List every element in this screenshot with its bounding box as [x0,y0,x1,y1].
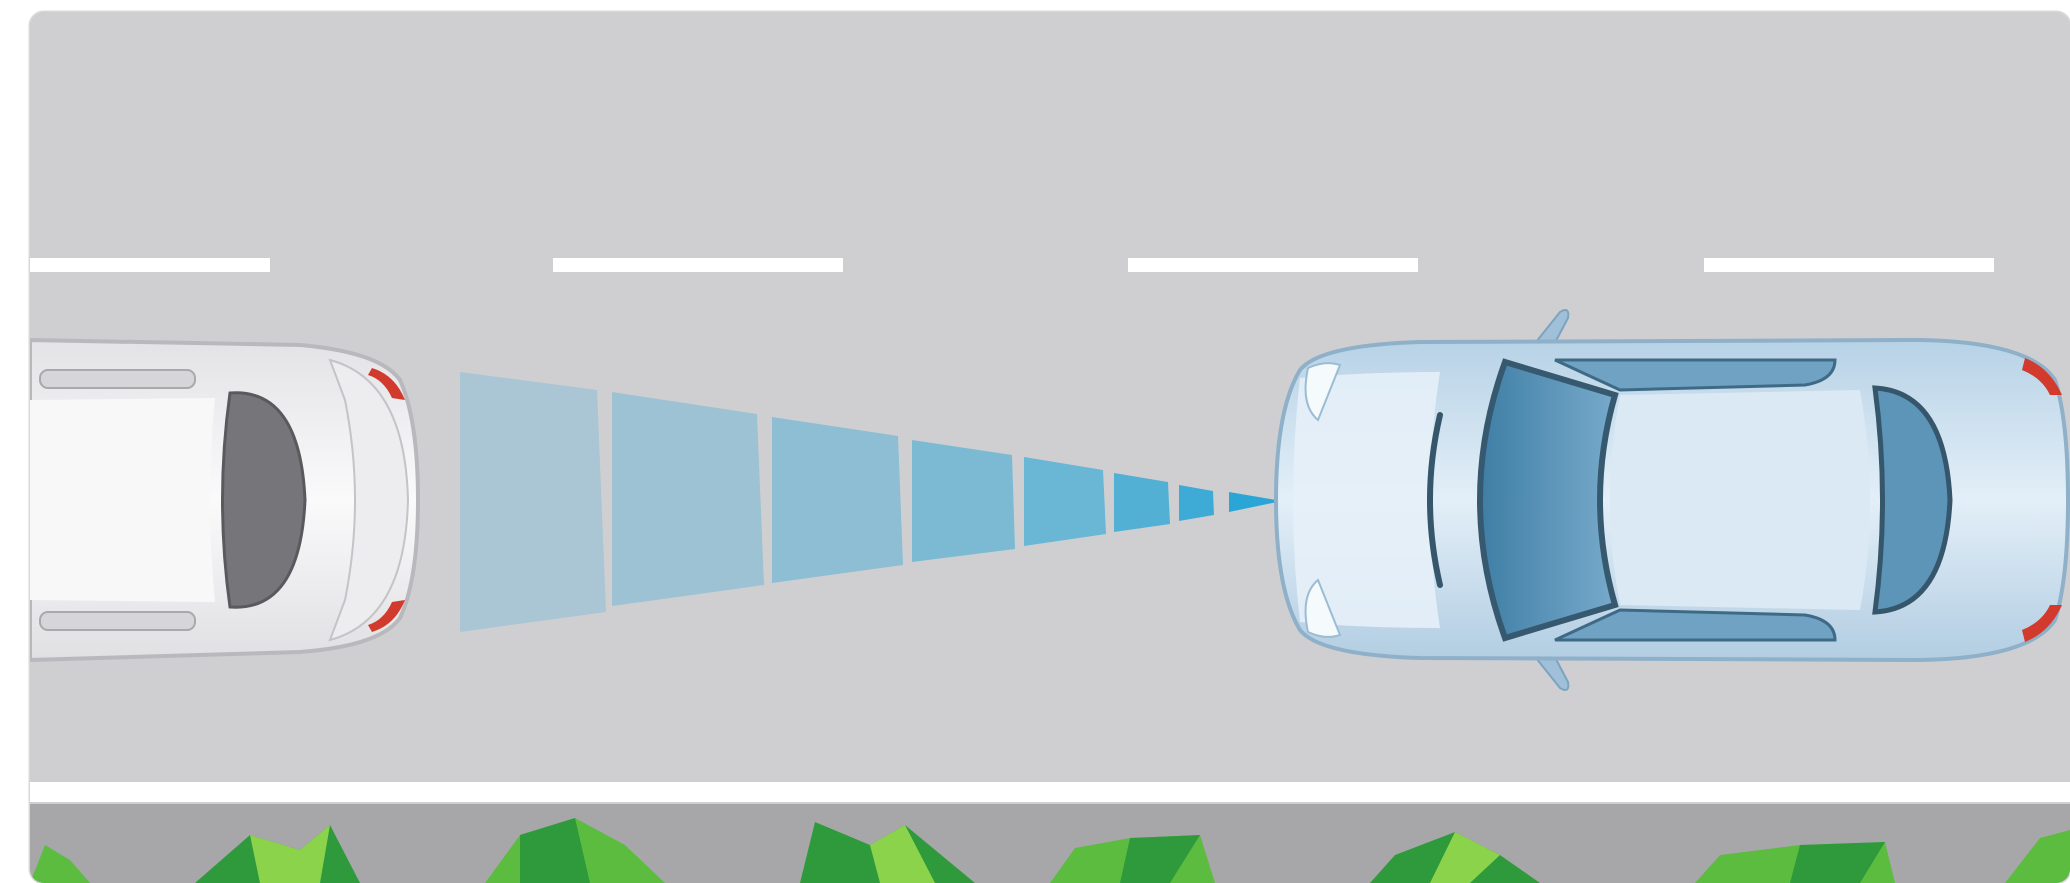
radar-segment [460,372,606,632]
lane-dash [1128,258,1418,272]
lead-car-side-window [40,370,195,388]
road-edge-line [30,782,2070,802]
lane-dash [1704,258,1994,272]
lead-car-roof [30,398,215,602]
ego-car-roof [1610,390,1870,610]
radar-segment [612,392,764,606]
radar-segment [1179,485,1214,521]
radar-segment [912,440,1015,562]
lead-car-side-window [40,612,195,630]
car-front-view-icon [1276,310,2068,690]
ego-car-windshield [1480,362,1615,638]
car-rear-view-icon [30,340,418,660]
radar-segment [772,417,903,583]
radar-segment [1024,457,1106,546]
radar-segment [1114,473,1170,532]
lane-dash [553,258,843,272]
lane-dash [30,258,270,272]
